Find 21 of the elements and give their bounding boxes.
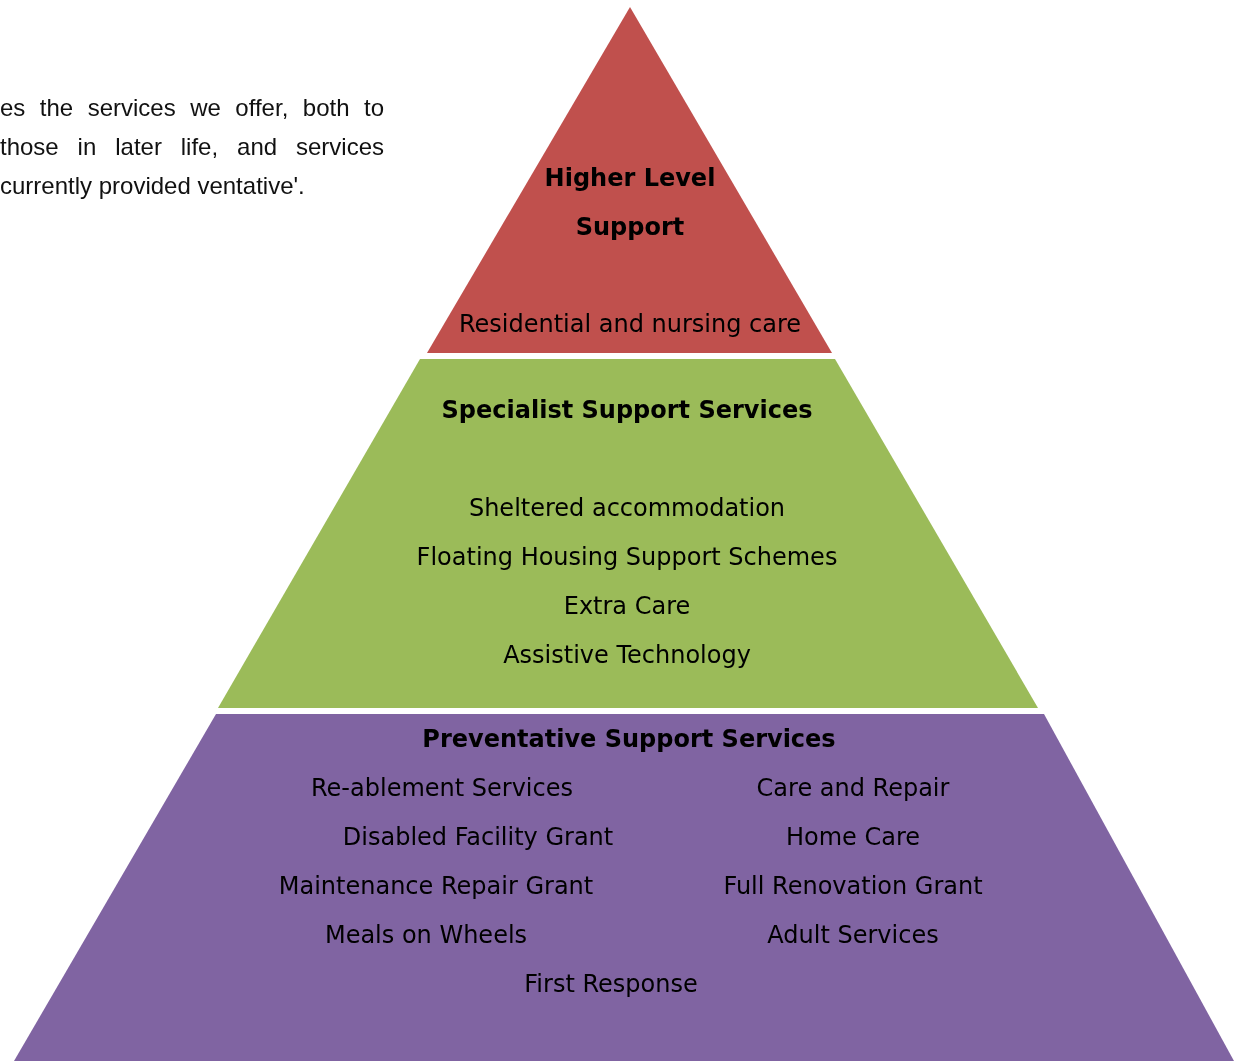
service-item: Maintenance Repair Grant — [278, 870, 594, 902]
pyramid-tier — [427, 7, 832, 353]
service-item: Full Renovation Grant — [723, 870, 983, 902]
service-item: Re-ablement Services — [311, 772, 573, 804]
service-item: Residential and nursing care — [458, 308, 802, 340]
service-item: Sheltered accommodation — [468, 492, 786, 524]
service-item: Floating Housing Support Schemes — [416, 541, 838, 573]
service-item: First Response — [524, 968, 698, 1000]
service-item: Care and Repair — [756, 772, 950, 804]
tier-heading: Preventative Support Services — [422, 723, 836, 755]
service-item: Assistive Technology — [503, 639, 751, 671]
service-item: Home Care — [785, 821, 921, 853]
tier-heading: Higher Level Support — [543, 163, 717, 243]
service-item: Meals on Wheels — [324, 919, 528, 951]
tier-heading: Specialist Support Services — [441, 394, 813, 426]
pyramid-tier — [218, 359, 1038, 708]
service-item: Adult Services — [767, 919, 939, 951]
pyramid-tier — [14, 714, 1234, 1061]
service-item: Disabled Facility Grant — [342, 821, 614, 853]
body-text: es the services we offer, both to those in later life, and services currently provided ventative'. — [0, 93, 384, 201]
service-item: Extra Care — [563, 590, 691, 622]
